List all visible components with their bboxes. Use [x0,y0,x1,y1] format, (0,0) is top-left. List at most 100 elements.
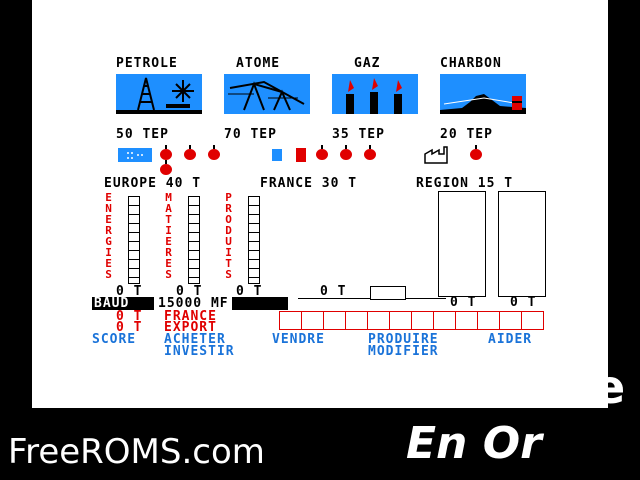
produits-gauge [248,196,260,284]
charbon-panel[interactable] [440,74,526,114]
apple-icon [160,145,172,160]
menu-modifier[interactable]: MODIFIER [368,344,439,359]
apple-icon [364,145,376,160]
menu-acheter[interactable]: ACHETER [164,332,226,347]
coal-heap-icon [440,94,526,114]
column-letter: A [165,202,172,215]
region-box-2-value: 0 T [510,295,537,310]
trade-cells [279,311,544,330]
column-letter: S [165,268,172,281]
column-letter: S [225,268,232,281]
produits-value: 0 T [236,284,263,299]
site-logo: FreeROMS.com [8,432,265,472]
menu-investir[interactable]: INVESTIR [164,344,235,359]
column-letter: M [165,191,172,204]
column-letter: I [105,246,112,259]
column-letter: R [225,202,232,215]
game-screen: PETROLE ATOME GAZ CHARBON [32,0,608,408]
trade-cell [279,311,302,330]
matieres-gauge [188,196,200,284]
column-letter: S [105,268,112,281]
column-letter: R [105,224,112,237]
france-stock: FRANCE 30 T [260,176,358,191]
charbon-amount: 20 TEP [440,127,493,142]
apple-icon [208,145,220,160]
gas-flame-icon [346,78,402,114]
energies-value: 0 T [116,284,143,299]
column-letter: R [165,246,172,259]
atome-amount: 70 TEP [224,127,277,142]
trade-cell [477,311,500,330]
game-title: En Or [406,418,542,469]
petrole-amount: 50 TEP [116,127,169,142]
europe-stock: EUROPE 40 T [104,176,202,191]
trade-cell [521,311,544,330]
trade-cell [389,311,412,330]
factory-icon [424,146,450,164]
column-letter: N [105,202,112,215]
partial-title-char: e [594,360,626,414]
column-letter: O [225,213,232,226]
eu-flag-icon [118,148,152,162]
column-letter: G [105,235,112,248]
baud-label: BAUD [94,296,130,311]
trade-cell [433,311,456,330]
column-letter: E [165,257,172,270]
oil-derrick-icon [116,77,202,114]
region-stock-box-1 [438,191,486,297]
resource-title-charbon: CHARBON [440,56,502,71]
trade-cell [455,311,478,330]
trade-cell [499,311,522,330]
apple-icon [184,145,196,160]
resource-title-petrole: PETROLE [116,56,178,71]
column-letter: I [225,246,232,259]
apple-icon [470,145,482,160]
export-label: EXPORT [164,320,217,335]
atome-panel[interactable] [224,74,310,114]
trade-cell [301,311,324,330]
export-value: 0 T [116,320,143,335]
column-letter: E [105,257,112,270]
column-letter: T [225,257,232,270]
region-stock: REGION 15 T [416,176,514,191]
column-letter: T [165,213,172,226]
apple-icon [160,160,172,175]
trade-cell [411,311,434,330]
middle-value: 0 T [320,284,347,299]
menu-produire[interactable]: PRODUIRE [368,332,439,347]
column-letter: I [165,224,172,237]
column-letter: E [105,213,112,226]
money-field [154,297,232,310]
resource-title-atome: ATOME [236,56,281,71]
resource-title-gaz: GAZ [354,56,381,71]
trade-cell [323,311,346,330]
column-letter: U [225,235,232,248]
money-value: 15000 MF [158,296,229,311]
column-letter: E [165,235,172,248]
france-trade-label: FRANCE [164,309,217,324]
trade-cell [345,311,368,330]
france-flag-red-icon [296,148,306,162]
energies-gauge [128,196,140,284]
petrole-panel[interactable] [116,74,202,114]
menu-aider[interactable]: AIDER [488,332,533,347]
column-letter: P [225,191,232,204]
region-box-1-value: 0 T [450,295,477,310]
menu-vendre[interactable]: VENDRE [272,332,325,347]
gaz-amount: 35 TEP [332,127,385,142]
gaz-panel[interactable] [332,74,418,114]
column-letter: D [225,224,232,237]
trade-cell [367,311,390,330]
region-stock-box-2 [498,191,546,297]
middle-box [370,286,406,300]
power-pylon-icon [228,80,305,111]
apple-icon [340,145,352,160]
matieres-value: 0 T [176,284,203,299]
france-flag-blue-icon [272,149,282,161]
column-letter: E [105,191,112,204]
menu-score[interactable]: SCORE [92,332,137,347]
france-trade-value: 0 T [116,309,143,324]
